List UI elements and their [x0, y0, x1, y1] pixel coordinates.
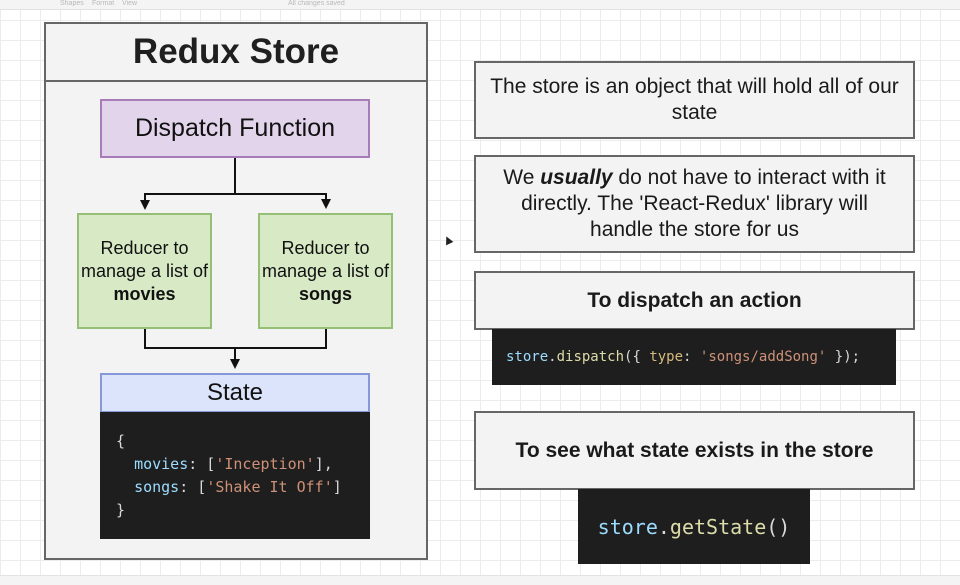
- reducer-songs-prefix: Reducer to manage a list of: [261, 237, 390, 281]
- reducer-movies-box: Reducer to manage a list of movies: [77, 213, 212, 329]
- top-menubar: Shapes Format View All changes saved: [0, 0, 960, 10]
- code-dispatch-block: store.dispatch({ type: 'songs/addSong' }…: [492, 329, 896, 385]
- movies-key: movies: [134, 455, 189, 473]
- note-get-state: To see what state exists in the store: [474, 411, 915, 490]
- code-getstate-block: store.getState(): [578, 489, 810, 564]
- reducer-movies-bold: movies: [113, 283, 176, 304]
- menu-format[interactable]: Format: [92, 0, 115, 7]
- dispatch-function-box: Dispatch Function: [100, 99, 370, 158]
- note-dispatch-action: To dispatch an action: [474, 271, 915, 330]
- menu-shapes[interactable]: Shapes: [60, 0, 84, 7]
- mouse-cursor-icon: [442, 234, 454, 246]
- note2-after: do not have to interact with it directly…: [521, 166, 886, 241]
- movies-value: 'Inception': [215, 455, 315, 473]
- reducer-songs-text: Reducer to manage a list of songs: [260, 237, 391, 306]
- state-code-close: }: [116, 501, 126, 519]
- dispatch-value: 'songs/addSong': [699, 349, 827, 365]
- getstate-obj: store: [597, 514, 658, 539]
- state-code-songs-line: songs: ['Shake It Off']: [134, 478, 342, 496]
- dispatch-key: type: [649, 349, 684, 365]
- state-code-movies-line: movies: ['Inception'],: [134, 455, 333, 473]
- state-code-block: { movies: ['Inception'], songs: ['Shake …: [100, 412, 370, 539]
- state-code-open: {: [116, 432, 126, 450]
- note-react-redux: We usually do not have to interact with …: [474, 155, 915, 253]
- note-store-definition: The store is an object that will hold al…: [474, 61, 915, 139]
- getstate-method: getState: [669, 514, 767, 539]
- bottom-page-tabs: [0, 575, 960, 585]
- note2-before: We: [503, 166, 541, 189]
- reducer-movies-prefix: Reducer to manage a list of: [80, 237, 209, 281]
- note-react-redux-text: We usually do not have to interact with …: [488, 165, 901, 243]
- reducer-songs-bold: songs: [298, 283, 352, 304]
- dispatch-colon: :: [683, 349, 700, 365]
- dispatch-open: ({: [624, 349, 650, 365]
- songs-value: 'Shake It Off': [206, 478, 333, 496]
- reducer-movies-text: Reducer to manage a list of movies: [79, 237, 210, 306]
- reducer-songs-box: Reducer to manage a list of songs: [258, 213, 393, 329]
- songs-key: songs: [134, 478, 180, 496]
- note2-emphasis: usually: [540, 166, 613, 189]
- state-label-box: State: [100, 373, 370, 413]
- getstate-parens: (): [766, 514, 791, 539]
- dispatch-obj: store: [506, 349, 549, 365]
- dispatch-method: dispatch: [556, 349, 625, 365]
- save-status: All changes saved: [288, 0, 345, 7]
- redux-store-title: Redux Store: [44, 22, 428, 82]
- dispatch-close: });: [826, 349, 861, 365]
- menu-view[interactable]: View: [122, 0, 138, 7]
